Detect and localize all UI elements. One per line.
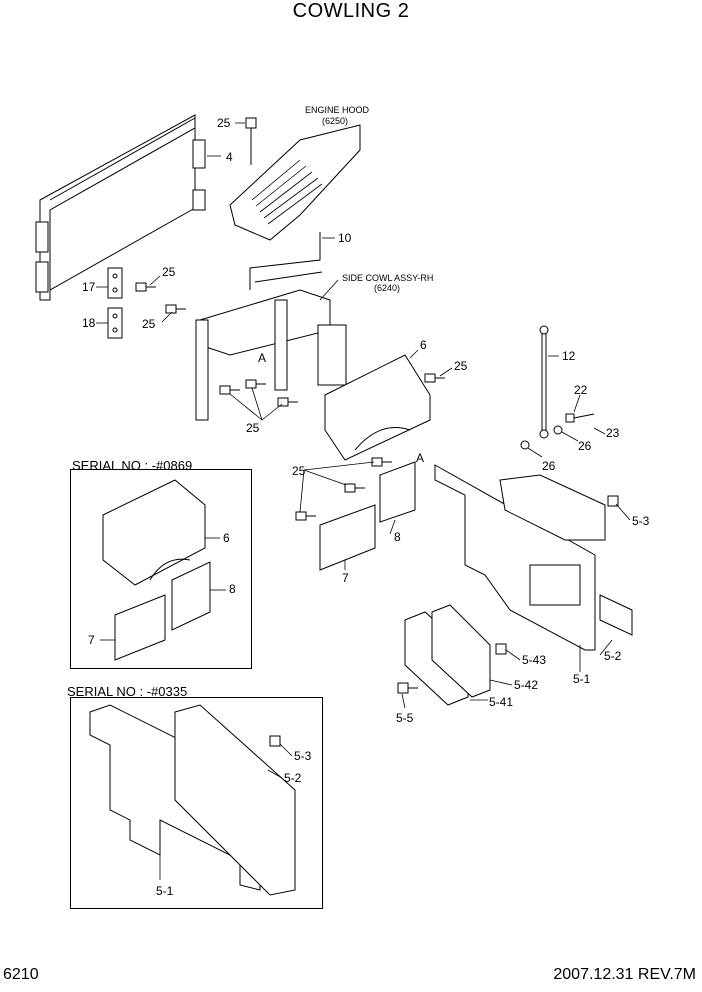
part-18-plate: [107, 307, 123, 339]
part-5-42-plate: [431, 604, 491, 698]
part-5-43-bolt: [495, 643, 507, 655]
bolt-25-f: [424, 373, 445, 383]
part-8-plate: [379, 461, 416, 523]
part-5-2-block: [599, 594, 633, 636]
part-22-bolt: [565, 413, 595, 423]
box1-leaders: [100, 537, 226, 641]
part-4-bracket: [35, 114, 206, 301]
callout-6: 6: [420, 338, 427, 352]
leader-lines: [96, 122, 631, 709]
bolt-25-g: [295, 457, 392, 521]
callout-25-left-a: 25: [162, 265, 176, 279]
callout-8: 8: [394, 530, 401, 544]
engine-hood-reference: [229, 124, 361, 241]
part-12-rod: [539, 325, 549, 439]
page-title: COWLING 2: [292, 0, 410, 22]
box1-part-8: [171, 561, 211, 631]
callout-25-plates: 25: [292, 464, 306, 478]
callout-25-frame: 25: [246, 421, 260, 435]
bolt-25-a: [135, 282, 156, 292]
part-7-plate: [319, 504, 376, 571]
box2-leaders: [159, 743, 293, 880]
note-side-cowl-ref: (6240): [374, 283, 400, 293]
bolt-25-top: [245, 117, 257, 165]
box2-callout-5-2: 5-2: [284, 771, 302, 785]
callout-5-5: 5-5: [396, 711, 414, 725]
box1-part-7: [114, 594, 166, 661]
box2-part-5-3-bolt: [269, 735, 281, 747]
note-engine-hood-ref: (6250): [322, 116, 348, 126]
bolt-25-e: [277, 397, 298, 407]
box2-callout-5-3: 5-3: [294, 749, 312, 763]
box1-callout-7: 7: [88, 633, 95, 647]
callout-A-1: A: [258, 351, 266, 365]
note-engine-hood: ENGINE HOOD: [305, 105, 370, 115]
callout-26-mid: 26: [542, 459, 556, 473]
callout-4: 4: [226, 150, 233, 164]
callout-17: 17: [82, 280, 96, 294]
box1-callout-8: 8: [229, 582, 236, 596]
callout-5-43: 5-43: [522, 653, 546, 667]
box2-callout-5-1: 5-1: [156, 884, 174, 898]
callout-A-2: A: [416, 451, 424, 465]
box2-part-5-2-block: [174, 704, 296, 896]
box1-callout-6: 6: [223, 531, 230, 545]
callout-5-41: 5-41: [489, 695, 513, 709]
callout-23: 23: [606, 426, 620, 440]
callout-25-part6: 25: [454, 359, 468, 373]
serial-box-0869: [70, 469, 252, 669]
callout-5-2: 5-2: [604, 649, 622, 663]
callout-5-1: 5-1: [573, 672, 591, 686]
serial-box-0335: [70, 697, 323, 909]
part-10-rod: [249, 232, 323, 290]
bolt-25-c: [219, 385, 240, 395]
callout-25-left-b: 25: [142, 317, 156, 331]
serial-label-0335: SERIAL NO : -#0335: [67, 684, 188, 699]
bolt-25-b: [165, 304, 186, 314]
callout-22: 22: [574, 383, 588, 397]
callout-25-top: 25: [217, 116, 231, 130]
callout-10: 10: [338, 231, 352, 245]
page-number: 6210: [3, 966, 39, 983]
callout-5-42: 5-42: [514, 678, 538, 692]
callout-26-right: 26: [578, 439, 592, 453]
callout-7: 7: [342, 571, 349, 585]
frame-reference: [195, 289, 347, 421]
part-5-3-bolt: [607, 495, 619, 507]
part-26-washer: [520, 425, 563, 450]
part-5-3-bracket: [499, 474, 606, 541]
note-side-cowl: SIDE COWL ASSY-RH: [342, 273, 433, 283]
bolt-25-d: [245, 379, 266, 389]
callout-18: 18: [82, 316, 96, 330]
part-5-1-panel: [434, 464, 596, 651]
part-6-plate: [324, 354, 431, 461]
part-5-5-bolt: [397, 682, 418, 694]
box1-part-6: [102, 479, 206, 586]
callout-5-3: 5-3: [632, 514, 650, 528]
date-revision: 2007.12.31 REV.7M: [553, 966, 696, 983]
part-17-plate: [107, 267, 123, 299]
callout-12: 12: [562, 349, 576, 363]
